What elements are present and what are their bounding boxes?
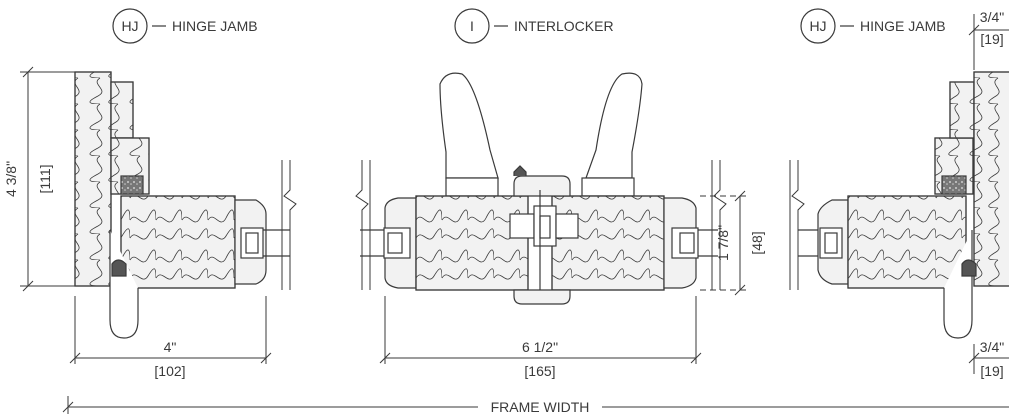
dim-center-width-in: 6 1/2" — [522, 339, 558, 355]
dim-right-top-in: 3/4" — [980, 9, 1004, 25]
astragal-top — [513, 175, 571, 197]
dimension-right-bottom — [968, 344, 1009, 374]
dimension-left-width — [69, 296, 272, 364]
interlocker-section — [355, 72, 727, 305]
dim-frame-width: FRAME WIDTH — [491, 399, 590, 415]
callout-tag: I — [470, 18, 474, 34]
weatherstrip-seal — [941, 175, 967, 195]
dim-center-height-in: 1 7/8" — [715, 225, 731, 261]
dim-left-width-mm: [102] — [154, 363, 185, 379]
dimension-left-height — [20, 66, 75, 292]
callout-label: HINGE JAMB — [860, 18, 946, 34]
callout-interlocker: I INTERLOCKER — [454, 8, 614, 44]
dimension-center-width — [379, 296, 702, 364]
dim-right-top-mm: [19] — [980, 31, 1003, 47]
hinge-leaf — [109, 230, 139, 339]
dim-left-width-in: 4" — [164, 339, 177, 355]
callout-right-hinge-jamb: HJ HINGE JAMB — [800, 8, 946, 44]
callout-tag: HJ — [809, 18, 826, 34]
callout-left-hinge-jamb: HJ HINGE JAMB — [112, 8, 258, 44]
lock-body-left — [509, 213, 535, 239]
hinge-seal — [111, 259, 127, 277]
callout-label: INTERLOCKER — [514, 18, 614, 34]
dimension-center-height — [700, 190, 746, 296]
callout-label: HINGE JAMB — [172, 18, 258, 34]
dim-center-height-mm: [48] — [749, 231, 765, 254]
callout-circle — [112, 8, 148, 44]
escutcheon-left — [445, 177, 499, 197]
dim-center-width-mm: [165] — [524, 363, 555, 379]
hinge-seal — [961, 259, 977, 277]
dim-left-height-mm: [111] — [37, 164, 53, 193]
weatherstrip-seal — [120, 175, 144, 195]
lock-body-right — [555, 213, 579, 239]
callout-circle — [800, 8, 836, 44]
callout-tag: HJ — [121, 18, 138, 34]
dimension-frame-width — [62, 396, 1009, 414]
dim-right-bottom-in: 3/4" — [980, 339, 1004, 355]
hinge-leaf — [943, 230, 973, 339]
left-hinge-jamb-section — [74, 71, 297, 339]
dimension-right-top — [968, 14, 1009, 70]
callout-circle — [454, 8, 490, 44]
dim-right-bottom-mm: [19] — [980, 363, 1003, 379]
right-hinge-jamb-section — [789, 71, 1009, 339]
lever-handle-right — [585, 72, 643, 179]
lever-handle-left — [439, 72, 499, 179]
escutcheon-right — [581, 177, 635, 197]
dim-left-height-in: 4 3/8" — [3, 161, 19, 197]
astragal-bottom — [513, 289, 571, 305]
